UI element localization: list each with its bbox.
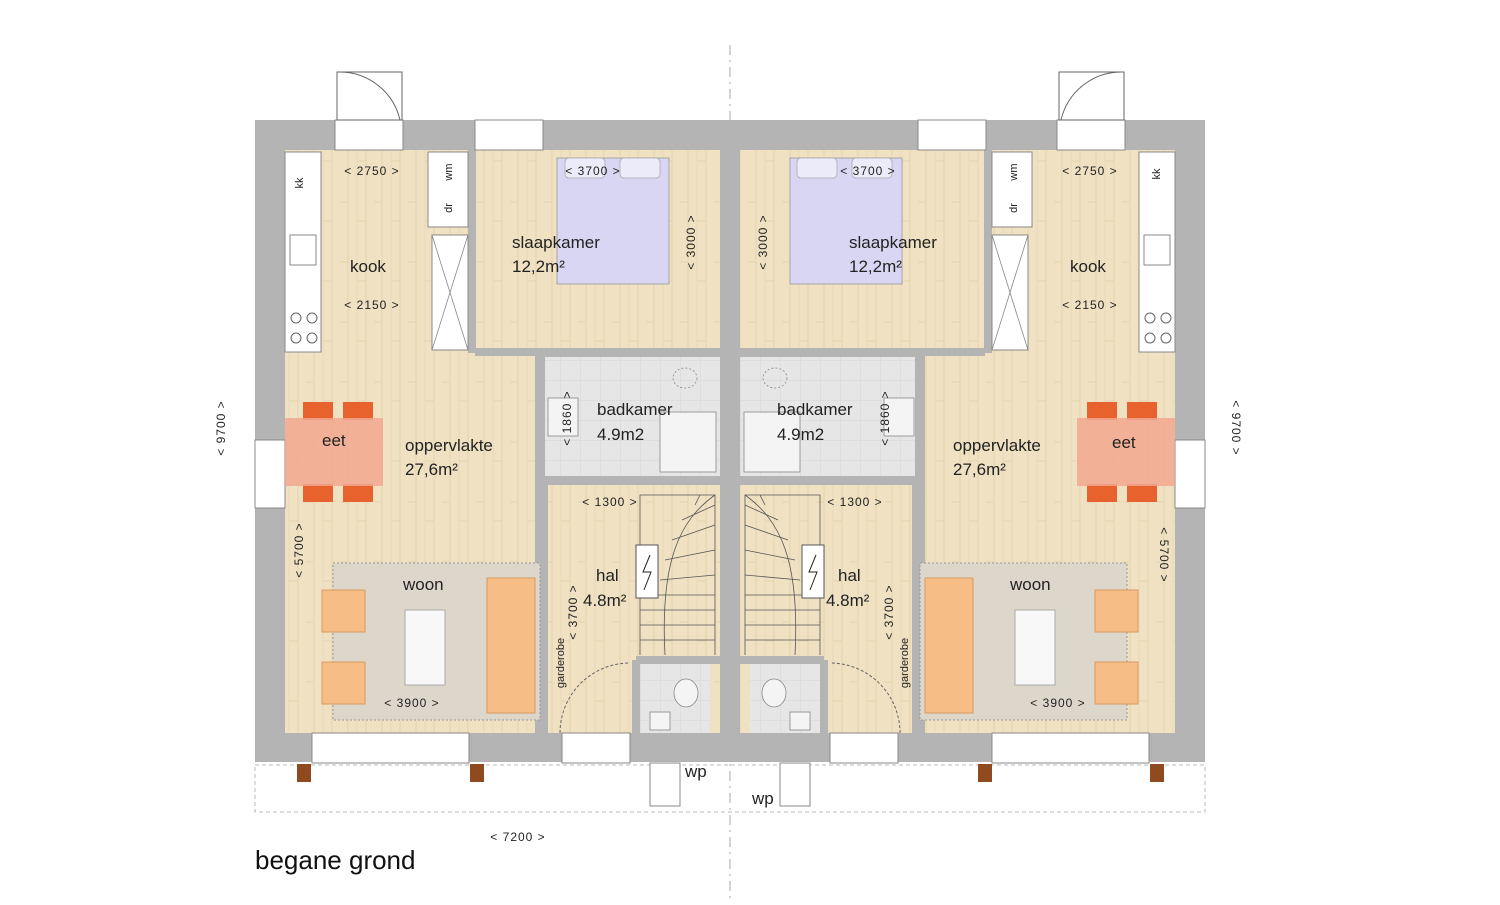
terrace-outline [254, 764, 1206, 813]
badkamer-area: 4.9m2 [777, 425, 824, 444]
slaapkamer-area: 12,2m² [512, 257, 565, 276]
dim-kitchen-top: < 2750 > [344, 164, 399, 178]
living-right [919, 562, 1139, 721]
slaapkamer-label: slaapkamer [512, 233, 600, 252]
dim-bath: < 1860 > [878, 390, 892, 445]
oppervlakte-label: oppervlakte [405, 436, 493, 455]
woon-label: woon [402, 575, 444, 594]
eet-label: eet [1112, 433, 1136, 452]
badkamer-label: badkamer [777, 400, 853, 419]
stairs-right [744, 494, 821, 656]
garderobe-label: garderobe [899, 638, 911, 688]
electric-icon [642, 554, 652, 591]
dim-total-depth: < 9700 > [1229, 400, 1243, 455]
hal-area: 4.8m² [826, 591, 870, 610]
wp-box-left [649, 762, 681, 807]
dim-bed-depth: < 3000 > [756, 214, 770, 269]
wm-cabinet [427, 151, 469, 228]
bed [789, 157, 903, 285]
dining-right [1077, 402, 1175, 502]
dim-living-width: < 3900 > [384, 696, 439, 710]
page-title: begane grond [255, 845, 415, 875]
dim-kitchen-top: < 2750 > [1062, 164, 1117, 178]
dim-hal-depth: < 3700 > [882, 584, 896, 639]
dim-kitchen-bottom: < 2150 > [1062, 298, 1117, 312]
dining-left [285, 402, 383, 502]
wm-cabinet [991, 151, 1033, 228]
dim-hal-width: < 1300 > [582, 495, 637, 509]
wp-label: wp [751, 789, 774, 808]
dim-bed-width: < 3700 > [565, 164, 620, 178]
dim-total-width: < 7200 > [490, 830, 545, 844]
eet-label: eet [322, 431, 346, 450]
kook-label: kook [1070, 257, 1106, 276]
woon-label: woon [1009, 575, 1051, 594]
dim-kitchen-bottom: < 2150 > [344, 298, 399, 312]
dim-hal-width: < 1300 > [827, 495, 882, 509]
wp-label: wp [684, 762, 707, 781]
hal-label: hal [596, 566, 619, 585]
washbasin [547, 397, 579, 437]
sink-icon [289, 234, 317, 266]
dr-label: dr [1008, 203, 1020, 213]
dim-hal-depth: < 3700 > [566, 584, 580, 639]
badkamer-area: 4.9m2 [597, 425, 644, 444]
party-wall [720, 150, 740, 733]
oppervlakte-area: 27,6m² [953, 460, 1006, 479]
dim-living-depth: < 5700 > [292, 522, 306, 577]
sink-icon [1143, 234, 1171, 266]
garderobe-label: garderobe [555, 638, 567, 688]
bed [556, 157, 670, 285]
hal-label: hal [838, 566, 861, 585]
slaapkamer-area: 12,2m² [849, 257, 902, 276]
toilet [673, 678, 699, 708]
badkamer-label: badkamer [597, 400, 673, 419]
hal-area: 4.8m² [583, 591, 627, 610]
shower [743, 411, 801, 473]
dim-bath: < 1860 > [560, 390, 574, 445]
dim-total-depth: < 9700 > [214, 400, 228, 455]
oppervlakte-area: 27,6m² [405, 460, 458, 479]
kk-label: kk [294, 177, 306, 189]
wm-label: wm [443, 163, 455, 181]
shower [659, 411, 717, 473]
living-left [321, 562, 541, 721]
electric-icon [808, 554, 818, 591]
toilet [761, 678, 787, 708]
dim-living-width: < 3900 > [1030, 696, 1085, 710]
washbasin [883, 397, 915, 437]
dr-label: dr [443, 203, 455, 213]
oppervlakte-label: oppervlakte [953, 436, 1041, 455]
dim-bed-width: < 3700 > [840, 164, 895, 178]
dim-bed-depth: < 3000 > [684, 214, 698, 269]
slaapkamer-label: slaapkamer [849, 233, 937, 252]
dim-living-depth: < 5700 > [1157, 527, 1171, 582]
kk-label: kk [1151, 168, 1163, 180]
wp-box-right [779, 762, 811, 807]
wm-label: wm [1008, 163, 1020, 181]
kook-label: kook [350, 257, 386, 276]
